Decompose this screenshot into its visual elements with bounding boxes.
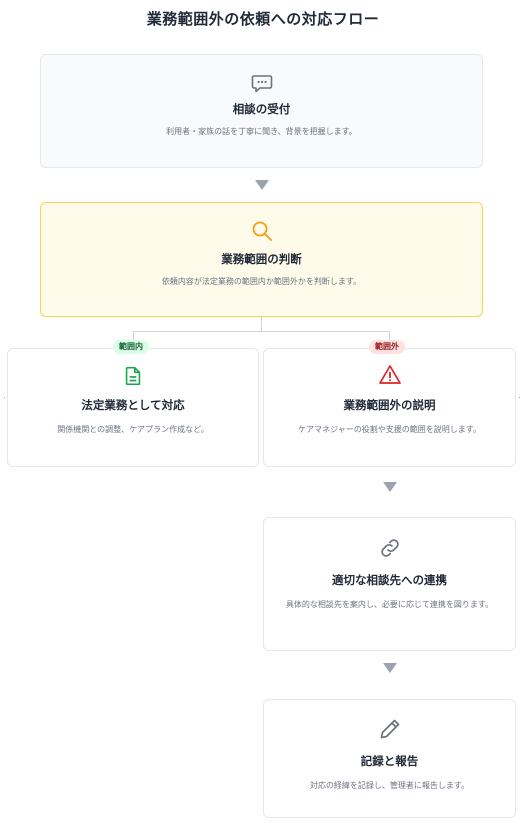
step-judge-title: 業務範囲の判断 [221,252,302,266]
step-intake-title: 相談の受付 [232,102,291,116]
step-outscope-card: 業務範囲外の説明 ケアマネジャーの役割や支援の範囲を説明します。 [263,348,516,467]
branch-left [133,331,134,341]
warning-icon [378,365,401,384]
step-inscope-title: 法定業務として対応 [81,398,185,412]
step-judge-card: 業務範囲の判断 依頼内容が法定業務の範囲内か範囲外かを判断します。 [40,202,483,317]
link-icon [380,539,399,557]
step-intake-card: 相談の受付 利用者・家族の話を丁寧に聞き、背景を把握します。 [40,54,483,168]
arrow-3 [383,663,397,673]
search-icon [252,221,272,241]
step-record-title: 記録と報告 [360,754,419,768]
page-title: 業務範囲外の依頼への対応フロー [146,10,380,28]
chat-icon [251,75,272,93]
step-outscope-desc: ケアマネジャーの役割や支援の範囲を説明します。 [298,425,481,434]
edge-mark-left [4,397,5,398]
step-record-card: 記録と報告 対応の経緯を記録し、管理者に報告します。 [263,699,516,818]
step-link-card: 適切な相談先への連携 具体的な相談先を案内し、必要に応じて連携を図ります。 [263,517,516,651]
arrow-1 [255,180,269,190]
branch-right [389,331,390,341]
step-judge-desc: 依頼内容が法定業務の範囲内か範囲外かを判断します。 [161,277,362,286]
arrow-2 [383,482,397,492]
document-icon [125,366,141,386]
branch-horizontal [133,331,390,332]
step-intake-desc: 利用者・家族の話を丁寧に聞き、背景を把握します。 [166,127,357,136]
step-inscope-desc: 関係機関との調整、ケアプラン作成など。 [57,425,209,434]
pencil-icon [380,719,399,739]
step-link-title: 適切な相談先への連携 [332,573,447,587]
step-inscope-card: 法定業務として対応 関係機関との調整、ケアプラン作成など。 [7,348,259,467]
branch-stem [261,317,262,331]
step-outscope-title: 業務範囲外の説明 [343,398,436,412]
edge-mark-right [519,397,520,398]
badge-outscope: 範囲外 [369,340,405,354]
badge-inscope: 範囲内 [113,340,149,354]
step-record-desc: 対応の経緯を記録し、管理者に報告します。 [309,781,470,790]
step-link-desc: 具体的な相談先を案内し、必要に応じて連携を図ります。 [285,600,494,609]
